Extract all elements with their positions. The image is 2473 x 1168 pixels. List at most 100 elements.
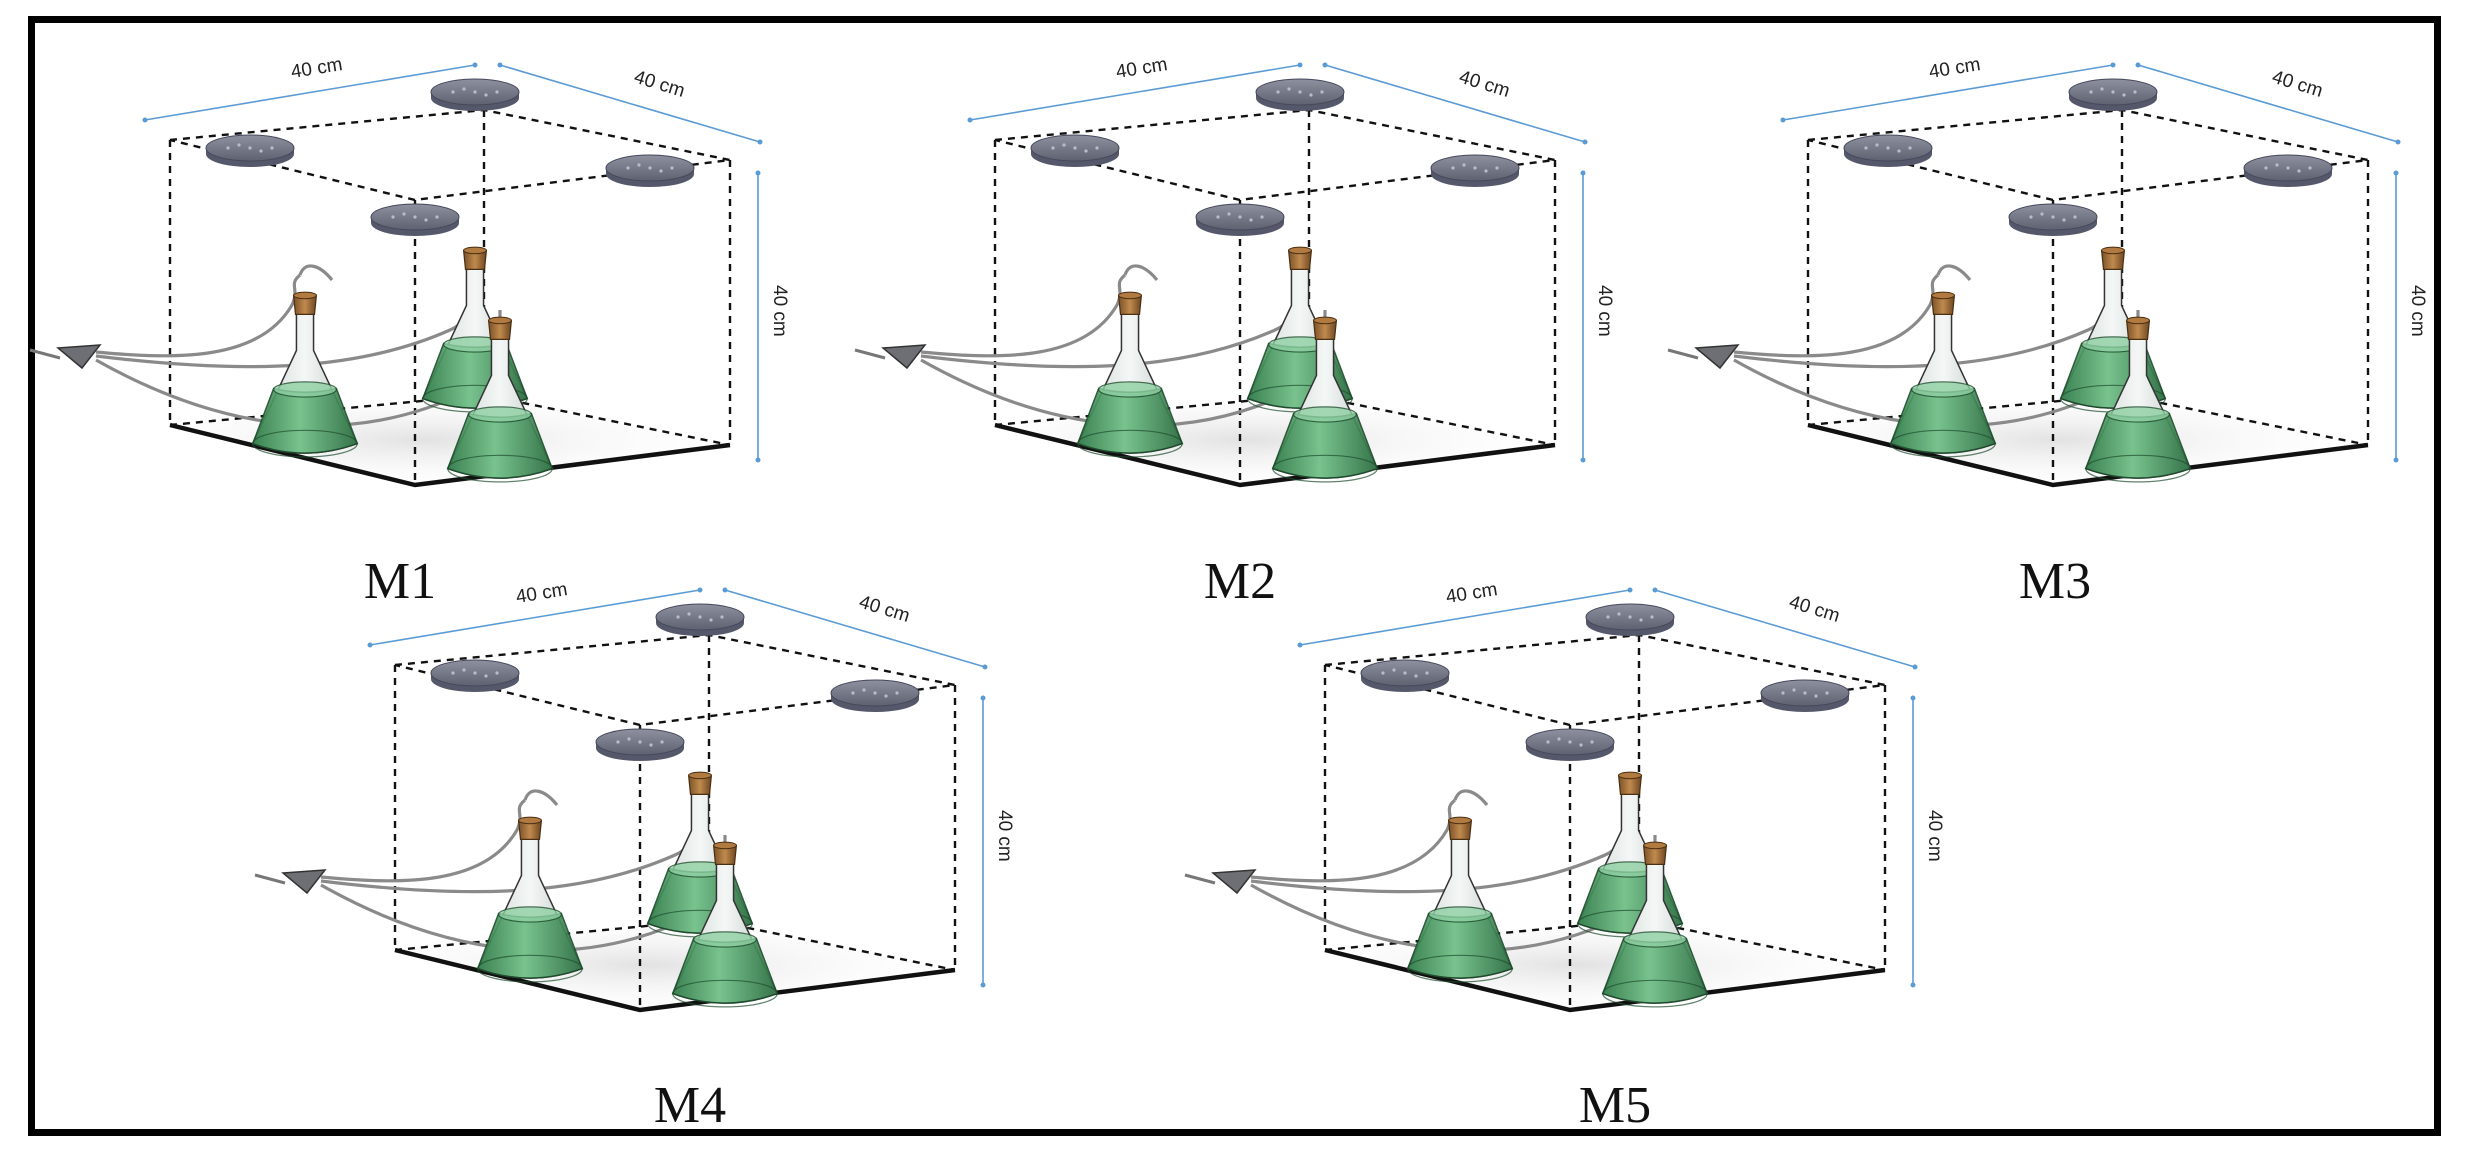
depth-label: 40 cm	[632, 67, 688, 102]
air-tube	[320, 774, 703, 894]
flask	[1889, 291, 1997, 458]
manifold-icon	[281, 869, 327, 895]
air-tube	[95, 249, 478, 369]
chamber-front-base-edge	[994, 422, 1556, 488]
diffuser-disc	[1843, 134, 1933, 167]
diffuser-disc	[1430, 154, 1520, 187]
manifold-icon	[1694, 344, 1740, 370]
height-label: 40 cm	[2407, 285, 2428, 337]
chamber-front-base-edge	[1807, 422, 2369, 488]
dimension-tick	[1297, 642, 1303, 648]
panel-label: M1	[364, 553, 436, 610]
chamber-back-edge	[708, 918, 956, 972]
dimension-tick	[697, 587, 703, 593]
diffuser-disc	[370, 203, 460, 236]
chamber-top-edge	[994, 108, 1556, 202]
diffuser-disc	[1255, 78, 1345, 111]
diffuser-disc	[1360, 659, 1450, 692]
diffuser-disc	[205, 134, 295, 167]
dimension-tick	[755, 457, 761, 463]
air-hose	[254, 873, 286, 885]
chamber-top-edge	[1324, 633, 1886, 727]
diffuser-disc	[655, 603, 745, 636]
air-tube	[95, 273, 302, 358]
dimension-tick	[1580, 457, 1586, 463]
flask	[251, 291, 359, 458]
air-tube	[1936, 264, 1972, 282]
diffuser-disc	[430, 659, 520, 692]
dimension-tick	[757, 139, 763, 145]
depth-dimension-line	[1324, 64, 1586, 143]
panel-label: M5	[1579, 1077, 1651, 1134]
dimension-tick	[367, 642, 373, 648]
air-hose	[1667, 348, 1699, 360]
dimension-tick	[1912, 664, 1918, 670]
manifold-icon	[1211, 869, 1257, 895]
air-tube	[1250, 798, 1457, 883]
manifold-icon	[56, 344, 102, 370]
diffuser-disc	[1195, 203, 1285, 236]
depth-dimension-line	[2137, 64, 2399, 143]
chamber-front-base-edge	[1324, 947, 1886, 1013]
flask	[671, 841, 779, 1008]
diffuser-disc	[430, 78, 520, 111]
air-hose	[854, 348, 886, 360]
dimension-tick	[2395, 139, 2401, 145]
air-tube	[920, 273, 1127, 358]
dimension-tick	[1780, 117, 1786, 123]
diffuser-disc	[595, 728, 685, 761]
panel-label: M4	[654, 1077, 726, 1134]
width-label: 40 cm	[1444, 579, 1498, 608]
air-tube	[920, 249, 1303, 369]
air-tube	[320, 798, 527, 883]
dimension-tick	[1627, 587, 1633, 593]
chamber-back-edge	[483, 393, 731, 447]
dimension-tick	[980, 982, 986, 988]
depth-label: 40 cm	[1457, 67, 1513, 102]
dimension-tick	[2110, 62, 2116, 68]
depth-dimension-line	[1654, 589, 1916, 668]
diffuser-disc	[605, 154, 695, 187]
dimension-tick	[967, 117, 973, 123]
dimension-tick	[142, 117, 148, 123]
flask	[1601, 841, 1709, 1008]
chamber-top-edge	[1807, 108, 2369, 202]
dimension-tick	[1297, 62, 1303, 68]
dimension-tick	[1652, 587, 1658, 593]
dimension-tick	[755, 170, 761, 176]
width-dimension-line	[369, 589, 701, 646]
width-dimension-line	[1782, 64, 2114, 121]
panel-label: M2	[1204, 553, 1276, 610]
dimension-tick	[1910, 695, 1916, 701]
flask	[1076, 291, 1184, 458]
air-hose	[1184, 873, 1216, 885]
height-label: 40 cm	[769, 285, 790, 337]
dimension-tick	[1582, 139, 1588, 145]
chamber-back-edge	[1638, 918, 1886, 972]
diffuser-disc	[1585, 603, 1675, 636]
height-label: 40 cm	[1924, 810, 1945, 862]
width-label: 40 cm	[514, 579, 568, 608]
air-tube	[1733, 273, 1940, 358]
dimension-tick	[1322, 62, 1328, 68]
flask	[2084, 316, 2192, 483]
diffuser-disc	[2008, 203, 2098, 236]
flask	[476, 816, 584, 983]
diffuser-disc	[830, 679, 920, 712]
width-dimension-line	[1299, 589, 1631, 646]
dimension-tick	[1580, 170, 1586, 176]
dimension-tick	[2393, 457, 2399, 463]
panel-label: M3	[2019, 553, 2091, 610]
diffuser-disc	[1760, 679, 1850, 712]
diffuser-disc	[1030, 134, 1120, 167]
width-label: 40 cm	[1927, 54, 1981, 83]
chamber-top-edge	[169, 108, 731, 202]
air-tube	[298, 264, 334, 282]
flask	[1406, 816, 1514, 983]
dimension-tick	[497, 62, 503, 68]
